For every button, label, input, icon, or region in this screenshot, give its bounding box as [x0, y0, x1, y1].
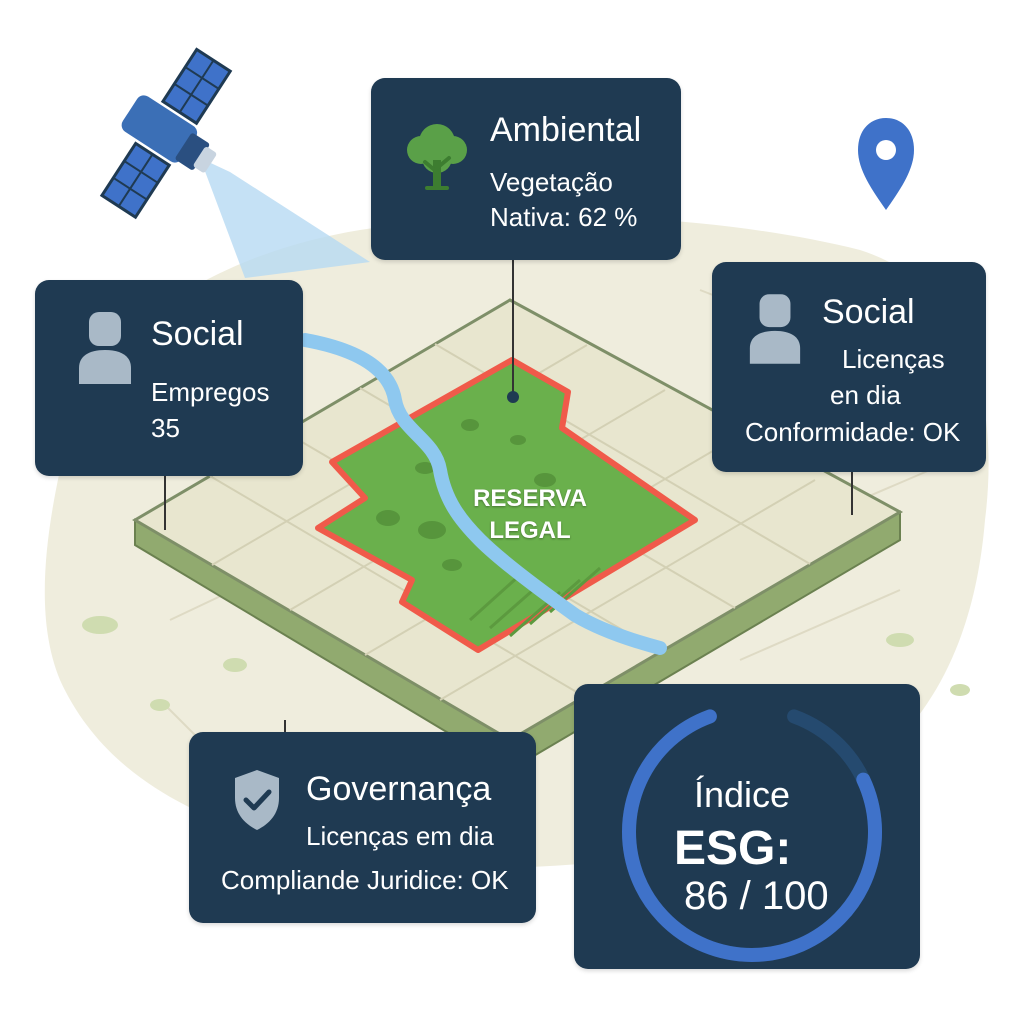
governanca-line2: Compliande Juridice: OK — [221, 865, 509, 895]
ambiental-line2: Nativa: 62 % — [490, 202, 638, 232]
reserve-stripes — [468, 566, 601, 638]
esg-gauge — [622, 709, 882, 962]
governanca-title: Governança — [306, 770, 492, 808]
social-right-line3: Conformidade: OK — [745, 417, 961, 447]
ambiental-marker-dot — [507, 391, 519, 403]
shield-check-icon — [235, 770, 279, 830]
reserve-legal-label: RESERVA LEGAL — [470, 483, 590, 547]
social-right-card: Social Licenças en dia Conformidade: OK — [712, 262, 986, 472]
social-left-card: Social Empregos 35 — [35, 280, 303, 476]
esg-score: 86 / 100 — [684, 874, 829, 918]
gauge-fill — [622, 709, 882, 962]
ambiental-title: Ambiental — [490, 111, 642, 149]
satellite-beam — [200, 158, 370, 278]
person-icon — [79, 312, 131, 384]
social-right-line2: en dia — [830, 380, 901, 410]
ambiental-line1: Vegetação — [490, 167, 613, 197]
esg-title: ESG: — [674, 822, 792, 875]
governanca-card: Governança Licenças em dia Compliande Ju… — [189, 732, 536, 923]
esg-label: Índice — [694, 774, 791, 815]
river — [298, 333, 667, 655]
connector-lines — [164, 260, 853, 732]
person-icon — [749, 294, 801, 364]
reserve-label-line1: RESERVA — [473, 485, 587, 512]
social-left-line2: 35 — [151, 413, 180, 443]
esg-index-card: Índice ESG: 86 / 100 — [574, 684, 920, 969]
location-pin-icon — [858, 118, 914, 210]
reserve-texture — [376, 419, 556, 571]
reserve-label-line2: LEGAL — [489, 517, 571, 544]
social-left-title: Social — [151, 315, 244, 353]
social-left-line1: Empregos — [151, 377, 270, 407]
satellite-icon — [99, 47, 233, 220]
tree-icon — [407, 124, 467, 190]
governanca-line1: Licenças em dia — [306, 821, 494, 851]
social-right-line1: Licenças — [842, 344, 945, 374]
social-right-title: Social — [822, 293, 915, 331]
ambiental-card: Ambiental Vegetação Nativa: 62 % — [371, 78, 681, 260]
